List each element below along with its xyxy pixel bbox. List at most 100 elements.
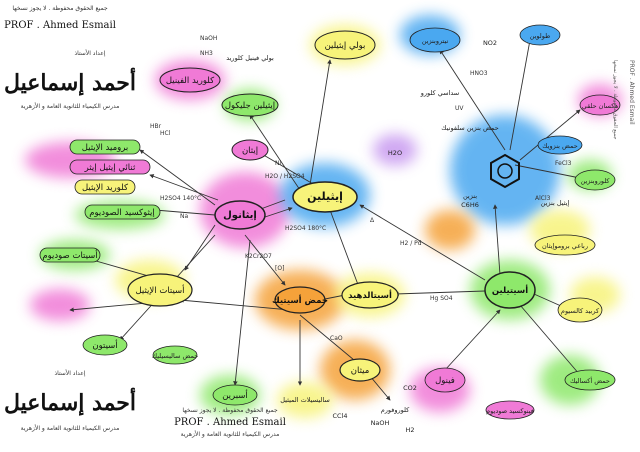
nodes: إيثيلين إيثانول حمض أسيتيك أسيتالدهيد أس… <box>39 24 621 434</box>
label-c6h6: C6H6 <box>461 201 479 209</box>
conditions: H2SO4 180°C H2SO4 140°C Δ H2O / H2SO4 Na… <box>150 35 572 342</box>
label-methane: ميثان <box>351 366 370 376</box>
label-acetone: أسيتون <box>92 339 117 351</box>
cond-nh3: NH3 <box>200 50 213 57</box>
node-toluene[interactable] <box>519 24 561 46</box>
arrow-ethanol-acetic <box>244 234 286 286</box>
cond-h2so4-140: H2SO4 140°C <box>160 195 201 202</box>
label-diethyl-ether: ثنائي إيثيل إيثر <box>84 163 136 173</box>
arrow-ethanol-bromide <box>139 149 216 206</box>
cond-fecl3: FeCl3 <box>555 160 572 167</box>
node-methane[interactable] <box>339 358 381 382</box>
node-benzoic[interactable] <box>537 135 583 155</box>
label-calcium-carbide: كربيد كالسيوم <box>561 307 600 315</box>
arrow-benzene-nitro <box>439 49 506 151</box>
node-ethylene[interactable] <box>292 181 358 213</box>
label-cyclohexane: هكسان حلقي <box>582 102 619 110</box>
node-phenol[interactable] <box>424 367 466 393</box>
node-chlorobenzene[interactable] <box>574 169 616 191</box>
node-diethyl-ether[interactable] <box>69 159 151 175</box>
arrow-acetic-ester <box>179 298 291 311</box>
label-ccl4: CCl4 <box>332 412 347 420</box>
node-cyclohexane[interactable] <box>579 94 621 116</box>
node-ethanol[interactable] <box>214 200 266 230</box>
node-ethylene-glycol[interactable] <box>221 93 279 117</box>
label-nitrobenzene: نيتروبنزين <box>422 37 449 45</box>
label-pvc: بولي فينيل كلوريد <box>226 54 274 62</box>
cond-k2cr2o7: K2Cr2O7 <box>245 253 272 260</box>
label-benzoic: حمض بنزويك <box>542 142 578 150</box>
subtitle-center: مدرس الكيمياء للثانوية العامة و الأزهرية <box>181 430 280 438</box>
brand-bottom: إعداد الأستاذ أحمد إسماعيل مدرس الكيمياء… <box>4 369 136 432</box>
arrow-ethylene-glycol <box>249 114 301 191</box>
label-ethanol: إيثانول <box>223 210 257 221</box>
node-ethyl-bromide[interactable] <box>69 139 141 155</box>
node-sodium-ethoxide[interactable] <box>84 204 161 220</box>
label-phenol: فينول <box>435 376 455 386</box>
label-ethyl-bromide: بروميد الإيثيل <box>82 143 129 153</box>
node-acetylene[interactable] <box>484 271 536 309</box>
label-hexachloro: سداسي كلورو <box>420 89 459 97</box>
cond-hcl: HCl <box>160 130 171 137</box>
node-calcium-carbide[interactable] <box>557 297 603 323</box>
label-tetrabromo: رباعي بروموإيثان <box>542 242 588 250</box>
label-ethylene-glycol: إيثيلين جليكول <box>225 101 275 111</box>
node-sodium-phenoxide[interactable] <box>485 400 535 420</box>
label-polyethylene: بولي إيثيلين <box>325 41 366 51</box>
node-benzene[interactable] <box>490 153 520 189</box>
arrow-benzene-ring1 <box>519 109 581 161</box>
arrow-ethanol-ethylene <box>261 207 293 219</box>
arrow-ethanol-ether <box>149 174 219 201</box>
cond-na: Na <box>180 213 188 220</box>
cond-uv: UV <box>455 105 464 112</box>
node-ethyl-chloride[interactable] <box>74 179 136 195</box>
node-nitrobenzene[interactable] <box>409 27 461 53</box>
cond-heat: Δ <box>370 217 375 224</box>
label-co2: CO2 <box>403 384 417 392</box>
rights-text-top: جميع الحقوق محفوظة . لا يجوز نسخها <box>12 5 108 12</box>
node-ethane[interactable] <box>231 139 269 161</box>
node-oxalic[interactable] <box>564 369 616 391</box>
cond-h2o-h2so4: H2O / H2SO4 <box>265 173 305 180</box>
cond-hno3: HNO3 <box>470 70 488 77</box>
label-acetic-acid: حمض أسيتيك <box>272 294 328 306</box>
rights-text-center: جميع الحقوق محفوظة . لا يجوز نسخها <box>182 407 278 414</box>
cond-pd: H2 / Pd <box>400 240 422 247</box>
arrow-phenol <box>444 309 501 371</box>
label-acetylene: أسيتيلين <box>492 284 528 296</box>
node-vinyl-chloride[interactable] <box>159 67 221 93</box>
label-sodium-acetate: أسيتات صوديوم <box>42 249 97 261</box>
cond-ni: Ni <box>275 160 281 167</box>
label-vinyl-chloride: كلوريد الفينيل <box>166 76 215 86</box>
subtitle-top: مدرس الكيمياء للثانوية العامة و الأزهرية <box>21 102 120 110</box>
label-ethane: إيثان <box>242 146 258 156</box>
author-name-bottom: أحمد إسماعيل <box>4 387 136 417</box>
brand-center: جميع الحقوق محفوظة . لا يجوز نسخها PROF … <box>174 407 286 438</box>
label-h2: H2 <box>405 426 414 434</box>
reaction-arrows <box>69 39 591 401</box>
node-acetone[interactable] <box>82 334 128 356</box>
label-ethylbenzene: إيثيل بنزين <box>541 199 570 207</box>
cond-hbr: HBr <box>150 123 162 130</box>
label-acetaldehyde: أسيتالدهيد <box>348 289 392 301</box>
node-salicylic[interactable] <box>152 345 198 365</box>
node-aspirin[interactable] <box>212 384 258 406</box>
label-oxalic: حمض أكساليك <box>570 376 610 385</box>
arrow-ethylene-poly <box>309 59 332 186</box>
label-ethyl-acetate: أسيتات الإيثيل <box>135 284 184 296</box>
latin-name-top: PROF . Ahmed Esmail <box>4 20 116 31</box>
node-acetic-acid[interactable] <box>274 286 326 314</box>
label-sodium-phenoxide: فينوكسيد صوديوم <box>486 407 534 415</box>
cond-o: [O] <box>275 265 284 272</box>
cond-alcl3: AlCl3 <box>535 195 551 202</box>
cond-h2so4-180: H2SO4 180°C <box>285 225 326 232</box>
vertical-rights: جميع الحقوق محفوظة . لا يجوز نسخها <box>612 60 618 139</box>
label-sulfonic: حمض بنزين سلفونيك <box>441 124 498 132</box>
node-sodium-acetate[interactable] <box>39 247 101 263</box>
label-chlorobenzene: كلوروبنزين <box>581 177 611 185</box>
node-ethyl-acetate[interactable] <box>127 273 193 307</box>
label-benzene: بنزين <box>463 192 477 200</box>
node-polyethylene[interactable] <box>314 30 376 60</box>
node-tetrabromo[interactable] <box>534 234 596 256</box>
node-acetaldehyde[interactable] <box>341 281 399 309</box>
